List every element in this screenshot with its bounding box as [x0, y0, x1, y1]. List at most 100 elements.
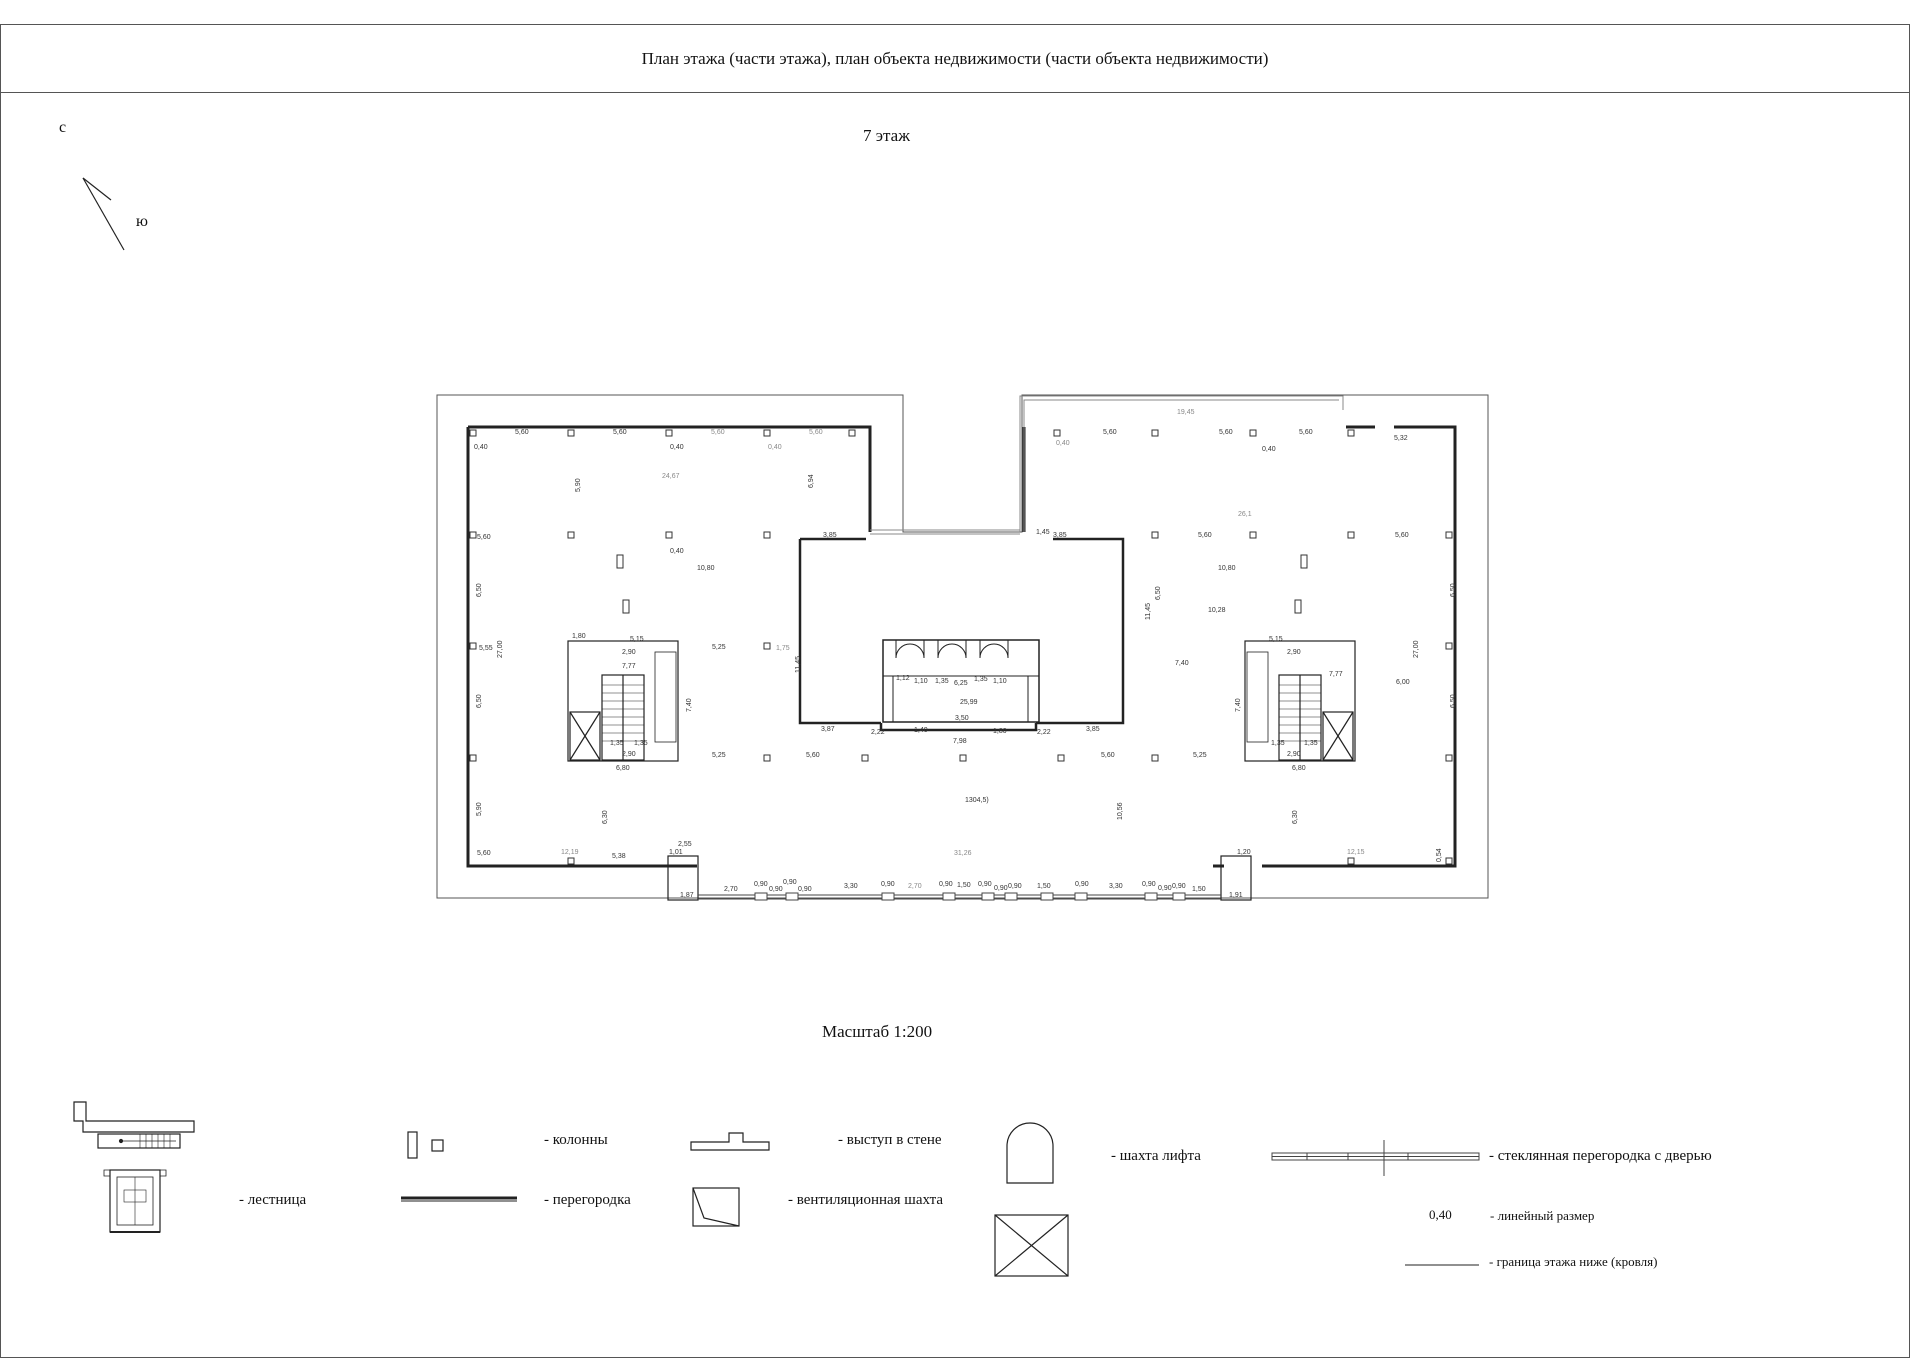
central-core: [798, 537, 1125, 732]
bottom-stair-boxes: [667, 855, 1252, 901]
dim-label: 5,25: [712, 644, 726, 651]
dim-label: 27,00: [1413, 640, 1420, 658]
dim-label: 0,90: [939, 881, 953, 888]
dim-label: 3,85: [823, 532, 837, 539]
dim-label: 7,40: [1235, 698, 1242, 712]
compass-north-label: с: [59, 119, 67, 136]
legend-glass-partition-label: - стеклянная перегородка с дверью: [1489, 1148, 1712, 1164]
dim-label: 2,70: [724, 886, 738, 893]
area-label: 12,19: [561, 849, 579, 856]
dim-label: 1,35: [1304, 740, 1318, 747]
dim-label: 6,50: [476, 583, 483, 597]
legend-wall-projection-icon: [690, 1132, 770, 1151]
dim-label: 0,90: [881, 881, 895, 888]
dim-label: 1,80: [572, 633, 586, 640]
dim-label: 7,98: [953, 738, 967, 745]
dim-label: 0,90: [754, 881, 768, 888]
dim-label: 0,90: [798, 886, 812, 893]
legend-roof-boundary-label: - граница этажа ниже (кровля): [1489, 1254, 1658, 1269]
area-label: 25,99: [960, 699, 978, 706]
dim-label: 0,40: [1056, 440, 1070, 447]
dim-label: 3,30: [844, 883, 858, 890]
right-stair-block: [1244, 640, 1356, 762]
dim-label: 3,87: [821, 726, 835, 733]
dim-label: 5,55: [479, 645, 493, 652]
dim-label: 5,32: [1394, 435, 1408, 442]
legend-elevator-shaft-label: - шахта лифта: [1111, 1148, 1201, 1164]
legend-partition-label: - перегородка: [544, 1192, 631, 1208]
legend-wall-projection-label: - выступ в стене: [838, 1132, 942, 1148]
legend-stairs-label: - лестница: [239, 1192, 307, 1208]
dim-label: 0,40: [474, 444, 488, 451]
dim-label: 0,40: [670, 444, 684, 451]
dim-label: 11,45: [1145, 603, 1152, 620]
dim-label: 0,90: [1158, 885, 1172, 892]
dim-label: 2,55: [678, 841, 692, 848]
legend-columns-label: - колонны: [544, 1132, 608, 1148]
area-label: 1304,5): [965, 797, 989, 804]
dim-label: 5,60: [1101, 752, 1115, 759]
dim-label: 5,60: [1395, 532, 1409, 539]
dim-label: 6,30: [602, 810, 609, 824]
bottom-glass-wall: [698, 892, 1221, 901]
dim-label: 5,60: [809, 429, 823, 436]
dim-label: 6,25: [954, 680, 968, 687]
legend-linear-sample: 0,40: [1429, 1207, 1452, 1222]
dim-label: 2,90: [1287, 649, 1301, 656]
dim-label: 27,00: [497, 640, 504, 658]
dim-label: 1,01: [669, 849, 683, 856]
dim-label: 2,90: [622, 751, 636, 758]
dim-label: 1,75: [776, 645, 790, 652]
legend-columns-icon: [407, 1131, 444, 1159]
dim-label: 6,94: [808, 474, 815, 488]
dim-label: 0,90: [994, 885, 1008, 892]
dim-label: 5,90: [575, 478, 582, 492]
dim-label: 1,35: [1271, 740, 1285, 747]
sheet-title: План этажа (части этажа), план объекта н…: [1, 25, 1909, 93]
dim-label: 5,60: [1299, 429, 1313, 436]
legend-vent-shaft-label: - вентиляционная шахта: [788, 1192, 944, 1208]
dim-label: 2,22: [871, 729, 885, 736]
dim-label: 5,60: [515, 429, 529, 436]
dim-label: 1,45: [1036, 529, 1050, 536]
dim-label: 6,50: [476, 694, 483, 708]
area-label: 10,28: [1208, 607, 1226, 614]
dim-label: 1,50: [1192, 886, 1206, 893]
dim-label: 0,90: [769, 886, 783, 893]
legend-linear-label: - линейный размер: [1490, 1208, 1595, 1223]
dim-label: 6,80: [1292, 765, 1306, 772]
dim-label: 6,50: [1450, 583, 1457, 597]
floor-label: 7 этаж: [863, 126, 910, 145]
area-label: 10,80: [697, 565, 715, 572]
dim-label: 7,40: [686, 698, 693, 712]
dim-label: 0,40: [670, 548, 684, 555]
legend-elevator-shaft-icon: [1006, 1122, 1054, 1184]
dim-label: 5,60: [477, 534, 491, 541]
dim-label: 1,87: [680, 892, 694, 899]
area-label: 19,45: [1177, 409, 1195, 416]
dim-label: 5,25: [712, 752, 726, 759]
dim-label: 0,90: [978, 881, 992, 888]
dim-label: 11,45: [795, 656, 802, 673]
dim-label: 2,22: [1037, 729, 1051, 736]
dim-label: 7,77: [622, 663, 636, 670]
dim-label: 5,25: [1193, 752, 1207, 759]
dim-label: 0,54: [1436, 848, 1443, 862]
plan-frame: [436, 394, 1489, 899]
dim-label: 5,38: [612, 853, 626, 860]
dim-label: 1,20: [1237, 849, 1251, 856]
dim-label: 5,60: [477, 850, 491, 857]
dim-label: 1,50: [1037, 883, 1051, 890]
dim-label: 5,60: [1198, 532, 1212, 539]
area-label: 7,40: [1175, 660, 1189, 667]
dim-label: 1,80: [993, 728, 1007, 735]
legend-stairs-icon: [73, 1101, 195, 1233]
dim-label: 3,50: [955, 715, 969, 722]
dim-label: 1,40: [914, 727, 928, 734]
dim-label: 3,30: [1109, 883, 1123, 890]
dim-label: 1,10: [914, 678, 928, 685]
dim-label: 5,15: [630, 636, 644, 643]
legend-glass-partition-icon: [1271, 1140, 1480, 1176]
dim-label: 1,35: [935, 678, 949, 685]
